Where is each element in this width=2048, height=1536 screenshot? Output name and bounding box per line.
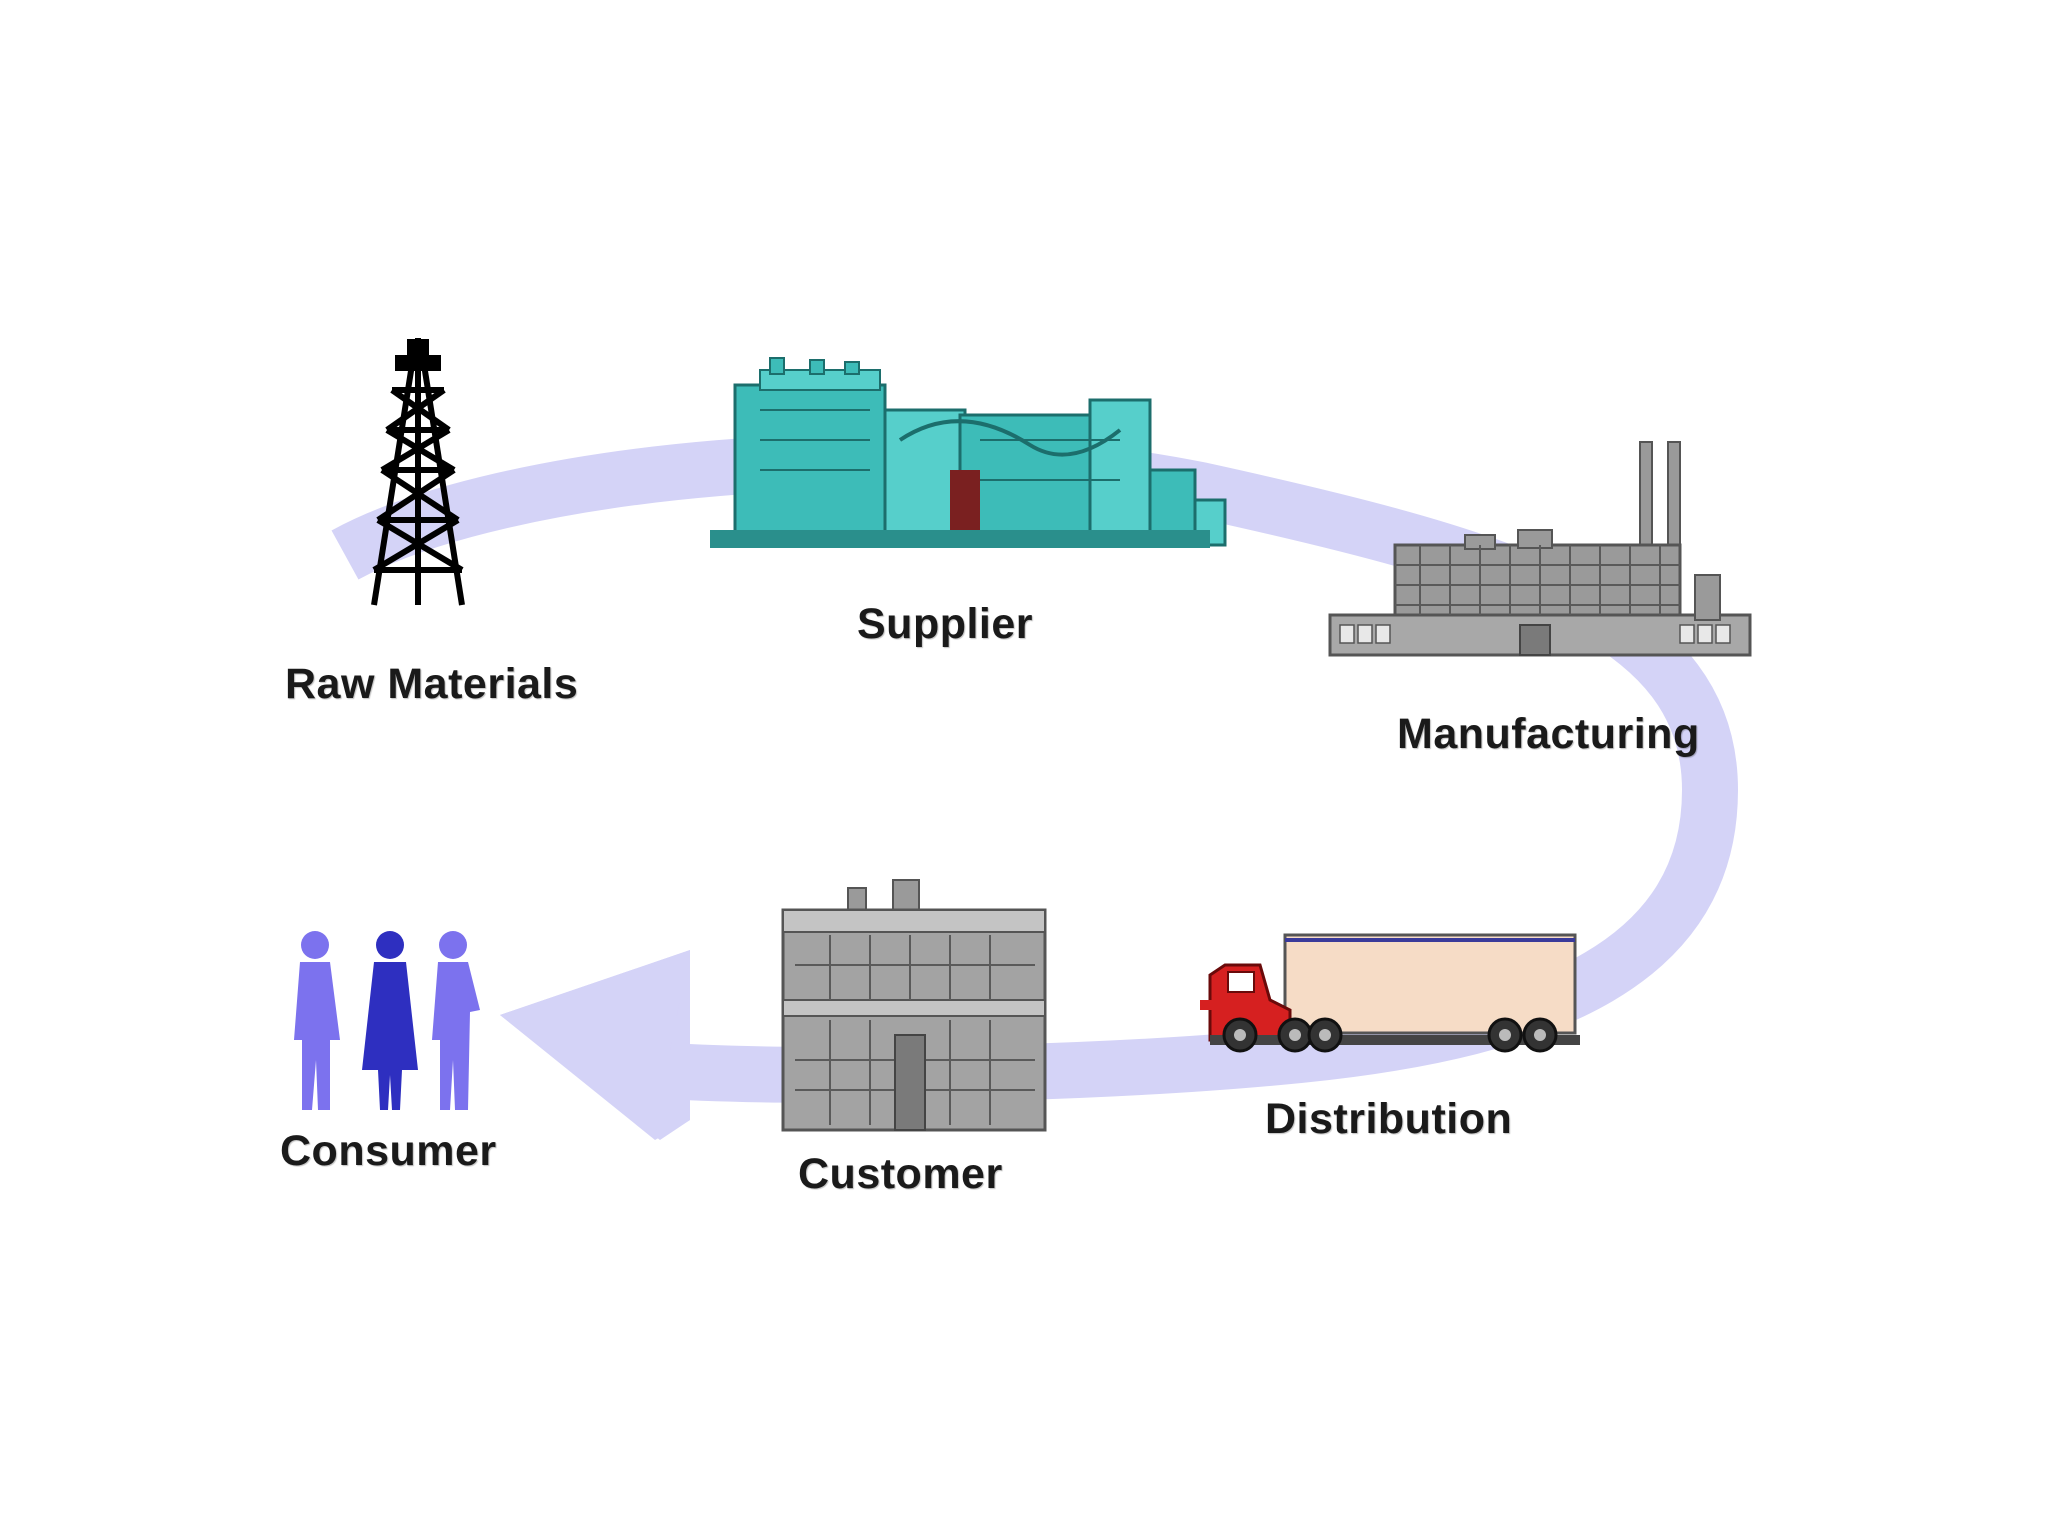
stage-label-supplier: Supplier xyxy=(857,600,1034,648)
stage-label-distribution: Distribution xyxy=(1265,1095,1513,1143)
person-left-icon xyxy=(294,931,340,1110)
truck-icon xyxy=(1200,933,1580,1053)
person-right-icon xyxy=(432,931,480,1110)
stage-label-customer: Customer xyxy=(798,1150,1003,1198)
stage-label-manufacturing: Manufacturing xyxy=(1397,710,1700,758)
person-middle-icon xyxy=(362,931,418,1110)
stage-label-consumer: Consumer xyxy=(280,1127,497,1175)
people-icon xyxy=(294,931,480,1110)
store-building-icon xyxy=(781,879,1047,1132)
supplier-plant-icon xyxy=(710,357,1227,548)
factory-icon xyxy=(1328,441,1752,657)
flow-arrow-head-tip xyxy=(500,950,690,1140)
stage-label-raw-materials: Raw Materials xyxy=(285,660,579,708)
oil-derrick-icon xyxy=(371,338,465,606)
